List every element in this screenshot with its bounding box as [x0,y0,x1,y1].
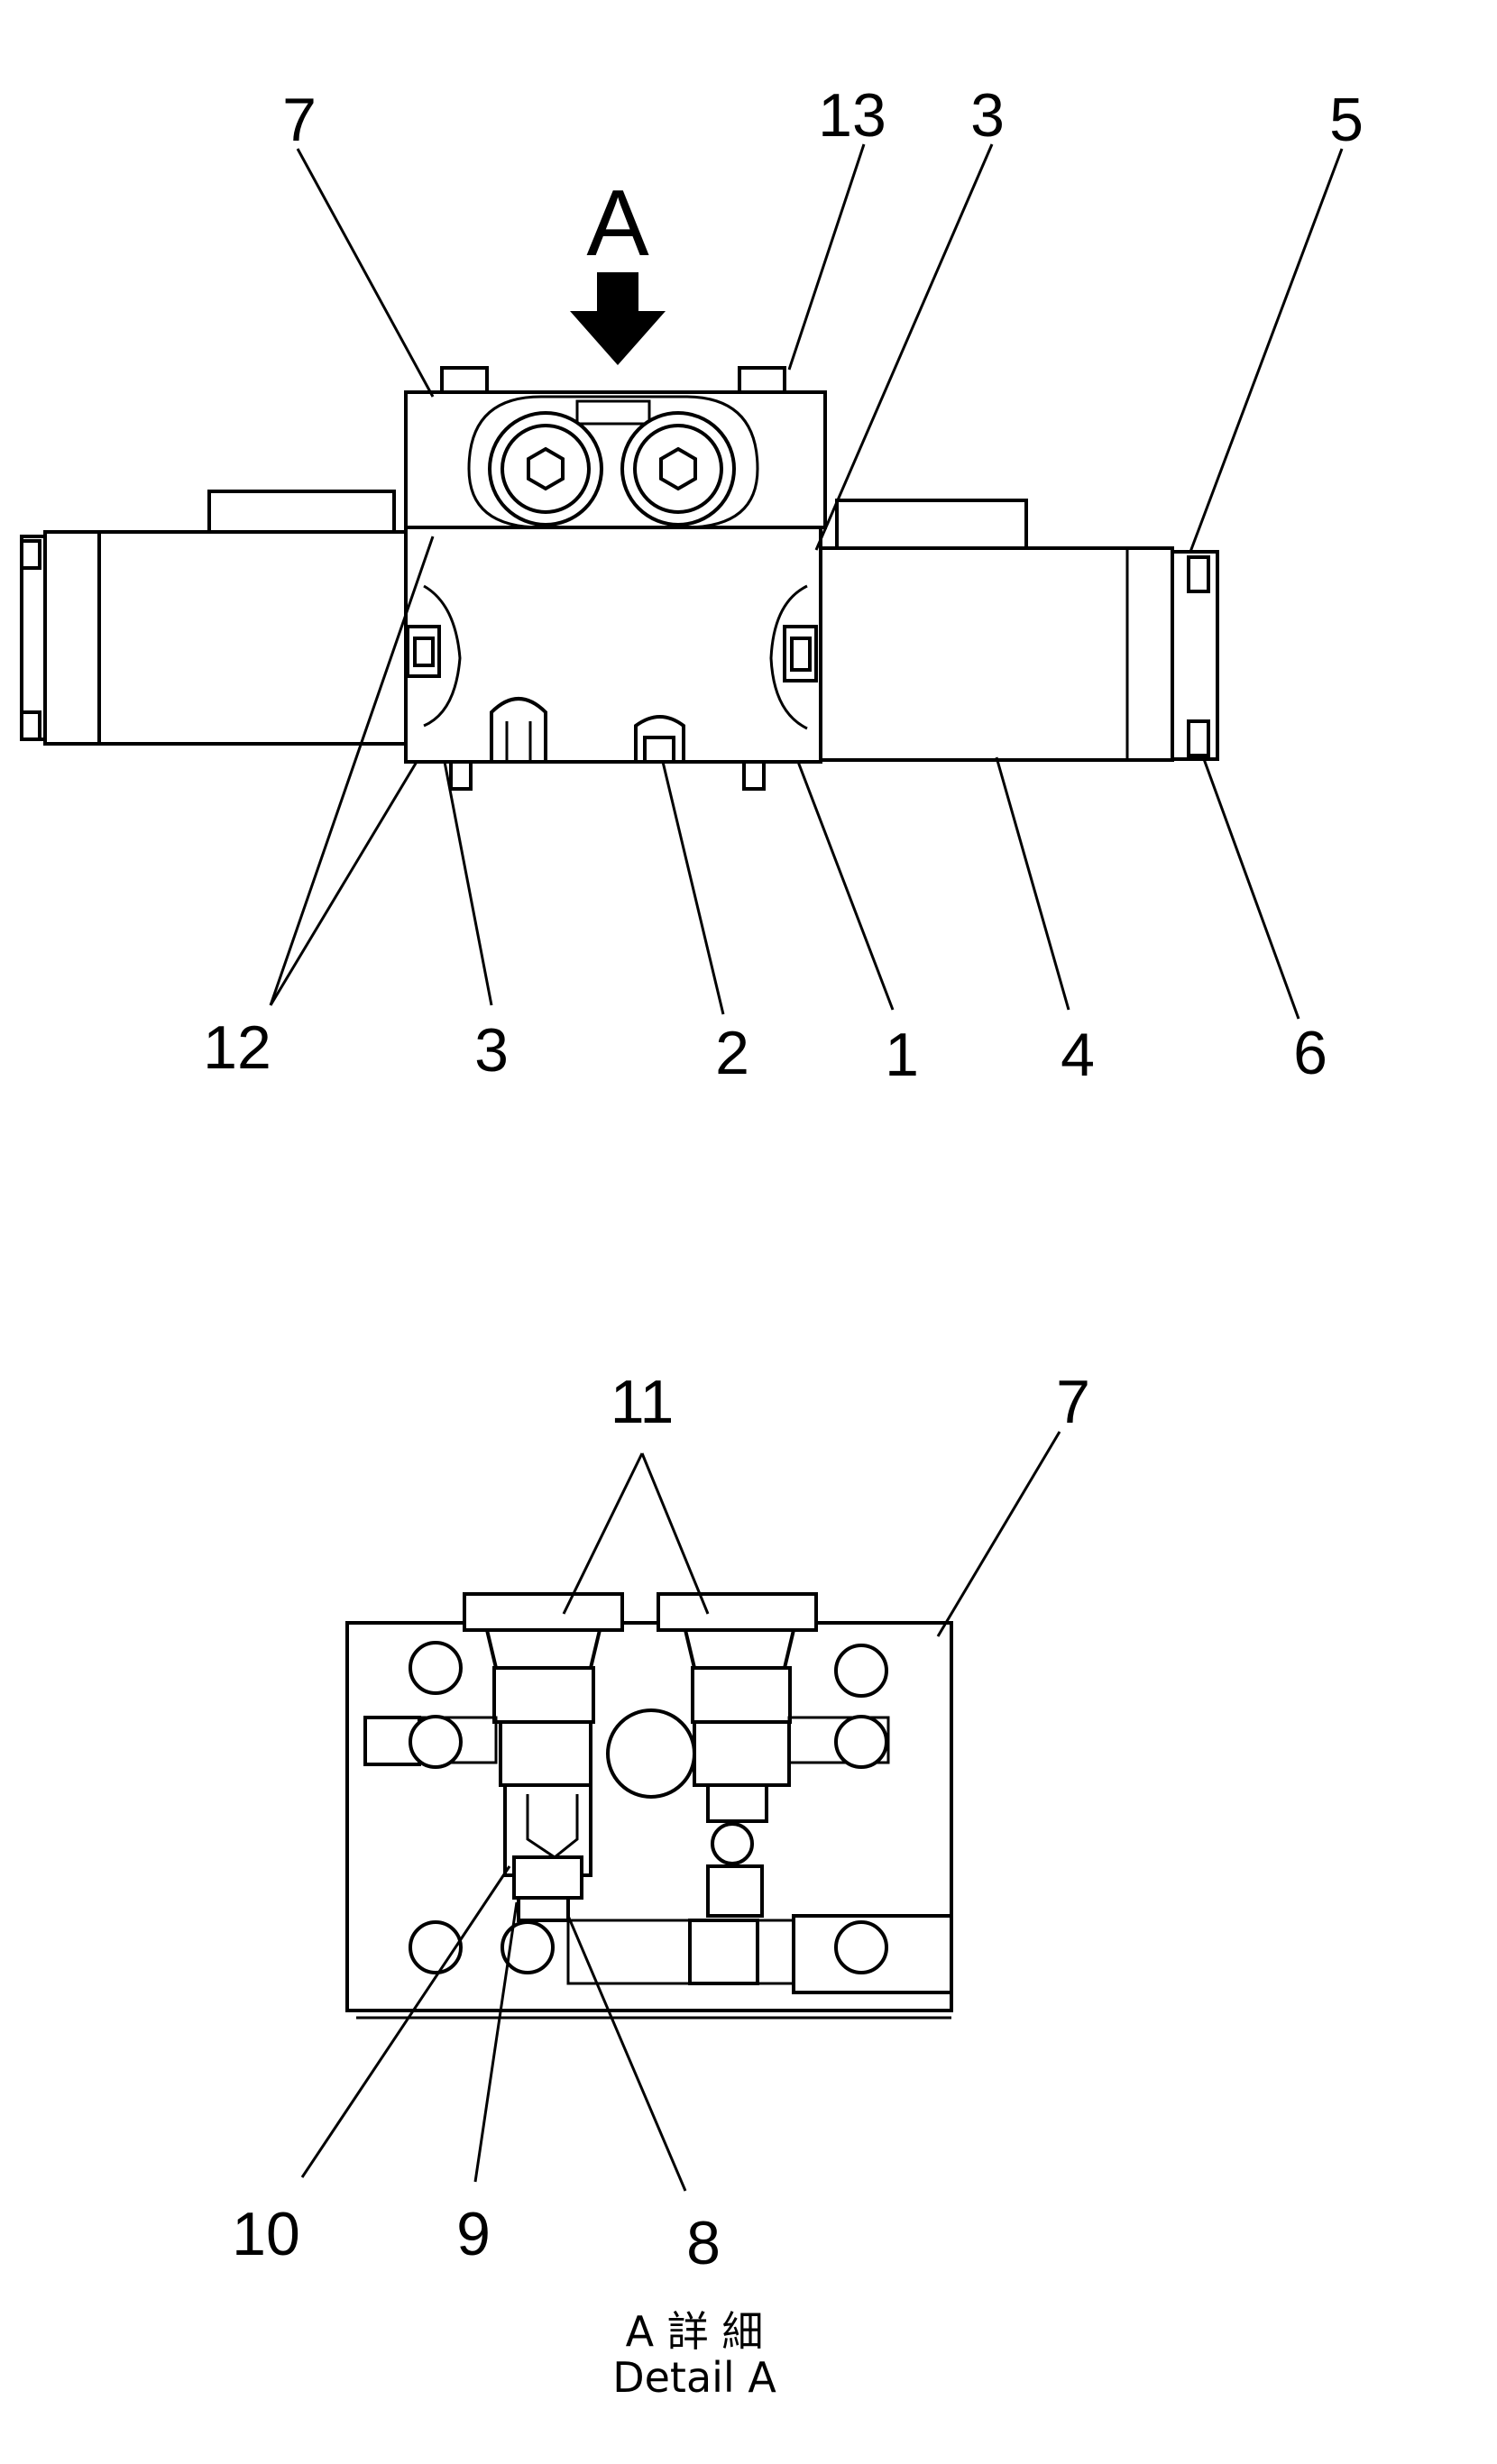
center-spool [606,1708,696,1799]
callout-3-top: 3 [970,81,1005,150]
callout-2: 2 [715,1019,749,1087]
callout-9: 9 [456,2200,491,2268]
callout-11: 11 [610,1368,675,1436]
callout-5: 5 [1329,86,1364,154]
right-solenoid-connector [835,499,1028,550]
leader-lines-main [269,143,1344,1020]
mounting-bolt-left [490,697,547,764]
caption-japanese: A 詳 細 [625,2307,764,2356]
callout-6: 6 [1293,1019,1327,1087]
callout-12: 12 [203,1013,271,1082]
plug-right [738,366,786,394]
caption-english: Detail A [612,2353,776,2402]
left-end-clip-bottom [20,710,41,741]
callout-7: 7 [282,86,317,154]
plug-11-right [657,1592,818,1632]
left-solenoid-coil [97,530,426,746]
bottom-pin-left [449,760,473,791]
leader-lines-detail [300,1431,1061,2192]
left-solenoid-cap [43,530,101,746]
right-end-clip-bottom [1187,719,1210,757]
detail-a-view [345,1592,953,2020]
right-solenoid-coil [814,546,1174,762]
valve-assembly-main-view [20,272,1219,791]
check-spring-right [706,1864,764,1918]
view-arrow-icon [570,272,666,365]
hex-plug-left [527,446,565,491]
callout-10: 10 [232,2200,300,2268]
left-end-clip-top [20,539,41,570]
plug-left [440,366,489,394]
check-ball-right [711,1822,754,1865]
callout-7-detail: 7 [1056,1368,1090,1436]
callout-1: 1 [885,1021,919,1089]
hex-plug-right [659,446,697,491]
valve-body [404,526,822,764]
callout-13: 13 [818,81,886,150]
valve-seat-left [517,1896,570,1922]
callout-8: 8 [686,2209,721,2277]
right-end-clip-top [1187,555,1210,593]
view-arrow-label: A [586,171,649,276]
left-solenoid-connector [207,490,396,534]
bottom-pin-right [742,760,766,791]
callout-3-bottom: 3 [474,1016,509,1085]
sub-plate [404,390,827,529]
callout-4: 4 [1061,1021,1095,1089]
plug-11-left [463,1592,624,1632]
